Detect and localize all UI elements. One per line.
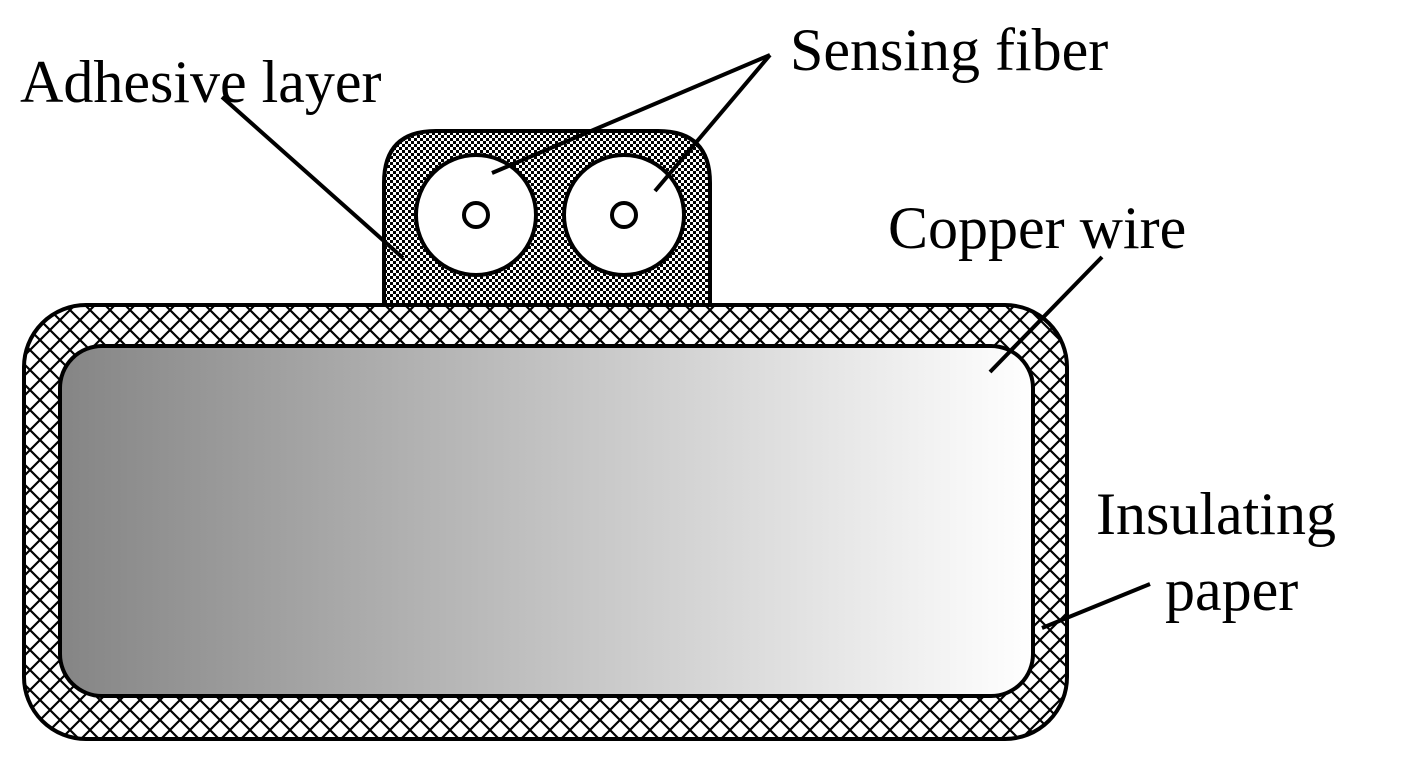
adhesive-layer-leader (220, 95, 405, 260)
sensing-fiber-right (562, 153, 686, 277)
copper-wire-leader (988, 255, 1104, 374)
copper-wire (58, 344, 1035, 698)
sensing-fiber-leader-right (653, 53, 772, 193)
sensing-fiber-leader-left (491, 53, 771, 175)
copper-wire-label: Copper wire (888, 195, 1186, 261)
insulating-paper-label-line2: paper (1165, 557, 1298, 623)
insulating-paper-leader (1041, 582, 1151, 630)
sensing-fiber-left (414, 153, 538, 277)
adhesive-layer-label: Adhesive layer (20, 49, 382, 115)
sensing-fiber-label: Sensing fiber (790, 17, 1108, 83)
insulating-paper-label-line1: Insulating (1096, 481, 1336, 547)
